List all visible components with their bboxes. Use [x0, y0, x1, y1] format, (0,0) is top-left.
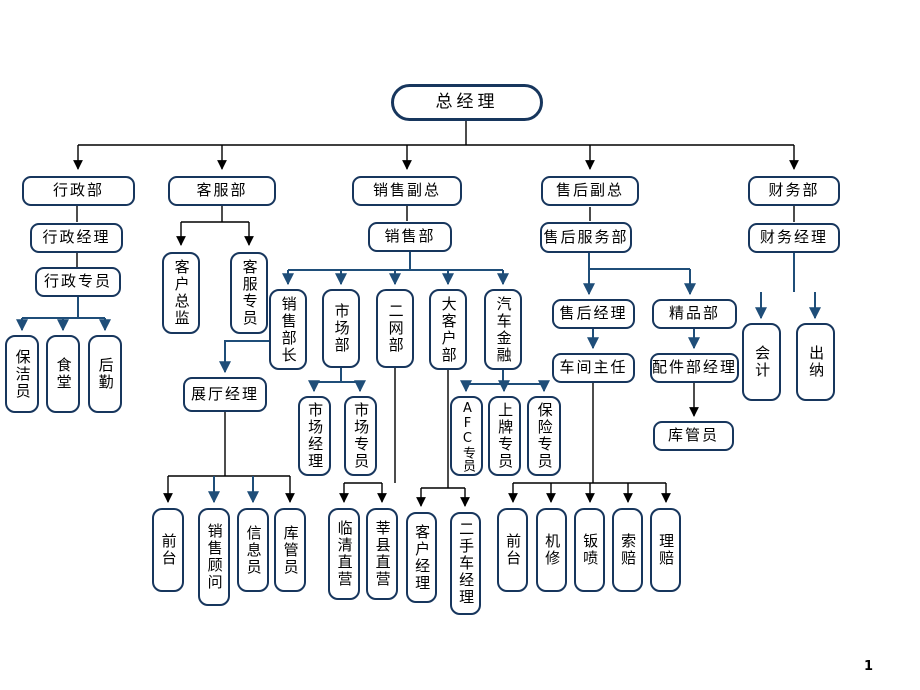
node-admin-dept: 行政部	[22, 176, 135, 206]
node-afc-specialist: AFC专员	[450, 396, 483, 476]
node-warehouse-keeper-sales: 库管员	[274, 508, 306, 592]
node-mechanic: 机修	[536, 508, 567, 592]
node-general-manager: 总经理	[391, 84, 543, 121]
node-account-manager: 客户经理	[406, 512, 437, 603]
node-auto-finance-dept: 汽车金融	[484, 289, 522, 370]
node-logistics: 后勤	[88, 335, 122, 413]
node-marketing-manager: 市场经理	[298, 396, 331, 476]
node-accountant: 会计	[742, 323, 781, 401]
node-secondary-network-dept: 二网部	[376, 289, 414, 368]
node-paint-shop: 钣喷	[574, 508, 605, 592]
node-after-sales-service-dept: 售后服务部	[540, 222, 632, 253]
node-information-clerk: 信息员	[237, 508, 269, 592]
node-cleaner: 保洁员	[5, 335, 39, 413]
node-canteen: 食堂	[46, 335, 80, 413]
node-used-car-manager: 二手车经理	[450, 512, 481, 615]
node-front-desk-service: 前台	[497, 508, 528, 592]
node-after-sales-manager: 售后经理	[552, 299, 635, 329]
node-marketing-dept: 市场部	[322, 289, 360, 368]
connectors-black	[73, 121, 799, 507]
node-marketing-specialist: 市场专员	[344, 396, 377, 476]
node-front-desk-sales: 前台	[152, 508, 184, 592]
node-shenxian-branch: 莘县直营	[366, 508, 398, 600]
node-boutique-dept: 精品部	[652, 299, 737, 329]
node-sales-chief: 销售部长	[269, 289, 307, 370]
node-insurance-claims: 理赔	[650, 508, 681, 592]
node-plate-specialist: 上牌专员	[488, 396, 521, 476]
node-key-account-dept: 大客户部	[429, 289, 467, 370]
node-after-sales-vp: 售后副总	[541, 176, 639, 206]
node-insurance-specialist: 保险专员	[527, 396, 561, 476]
node-cashier: 出纳	[796, 323, 835, 401]
node-sales-vp: 销售副总	[352, 176, 462, 206]
node-customer-director: 客户总监	[162, 252, 200, 334]
node-service-specialist: 客服专员	[230, 252, 268, 334]
node-sales-dept: 销售部	[368, 222, 452, 252]
node-finance-dept: 财务部	[748, 176, 840, 206]
node-workshop-director: 车间主任	[552, 353, 635, 383]
node-admin-manager: 行政经理	[30, 223, 123, 253]
node-parts-warehouse-keeper: 库管员	[653, 421, 734, 451]
node-linqing-branch: 临清直营	[328, 508, 360, 600]
node-parts-dept-manager: 配件部经理	[650, 353, 739, 383]
node-warranty-claims: 索赔	[612, 508, 643, 592]
node-customer-service-dept: 客服部	[168, 176, 276, 206]
connectors-navy	[16, 252, 821, 504]
node-admin-specialist: 行政专员	[35, 267, 121, 297]
page-number: 1	[864, 659, 874, 674]
node-showroom-manager: 展厅经理	[183, 377, 267, 412]
node-sales-consultant: 销售顾问	[198, 508, 230, 606]
node-finance-manager: 财务经理	[748, 223, 840, 253]
